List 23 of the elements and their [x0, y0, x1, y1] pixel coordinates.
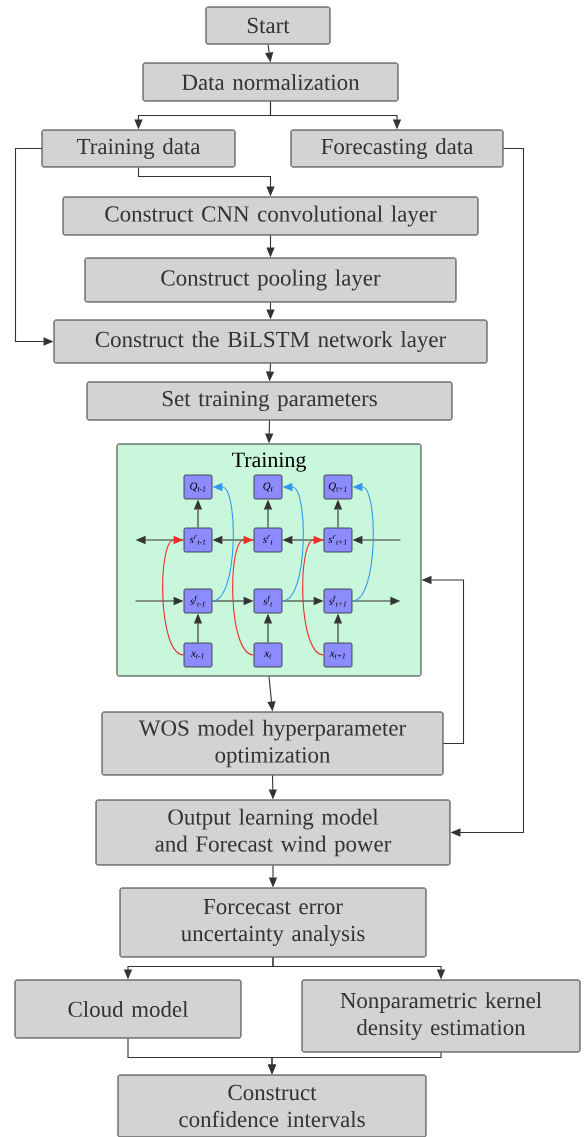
process-box: Forcecast error uncertainty analysis [119, 887, 427, 958]
process-box: Construct confidence intervals [117, 1074, 427, 1137]
cell-box: x$_{t-1}$ [183, 642, 213, 668]
process-box: WOS model hyperparameter optimization [101, 711, 444, 776]
process-box: Nonparametric kernel density estimation [301, 979, 581, 1053]
process-box: Start [205, 6, 331, 45]
process-box: Construct the BiLSTM network layer [53, 319, 488, 364]
cell-box: Q$_{t}$ [253, 474, 283, 500]
process-box: Output learning model and Forecast wind power [95, 799, 451, 866]
arrow [302, 535, 325, 656]
cell-box: x$_{t+1}$ [323, 642, 353, 668]
process-box: Set training parameters [86, 381, 453, 421]
process-box: Data normalization [142, 62, 399, 102]
process-box: Training data [41, 129, 236, 168]
process-box: Cloud model [14, 979, 242, 1039]
arrow [232, 535, 255, 656]
process-box: Construct CNN convolutional layer [62, 196, 479, 236]
process-box: Construct pooling layer [84, 257, 457, 303]
cell-box: Q$_{t-1}$ [183, 474, 213, 500]
cell-box: Q$_{t+1}$ [323, 474, 353, 500]
arrow [162, 535, 185, 656]
cell-box: x$_{t}$ [253, 642, 283, 668]
process-box: Forecasting data [290, 129, 504, 168]
